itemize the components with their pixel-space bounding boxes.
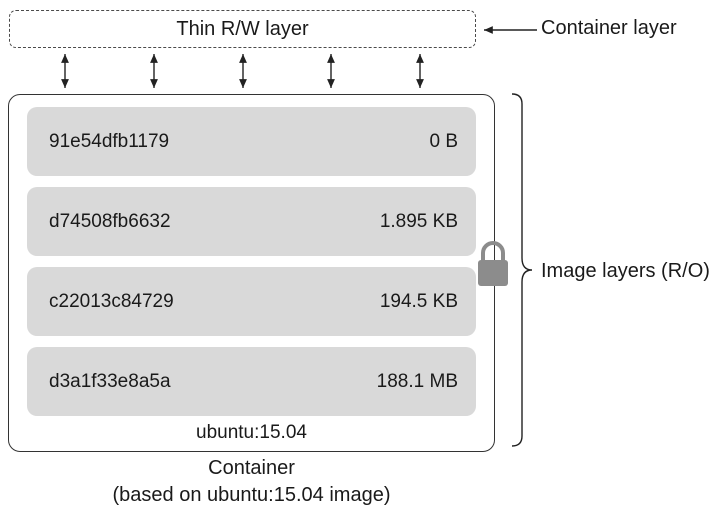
lock-icon <box>478 241 508 286</box>
image-layer: c22013c84729 194.5 KB <box>27 267 476 336</box>
image-layer: 91e54dfb1179 0 B <box>27 107 476 176</box>
layer-id: 91e54dfb1179 <box>49 130 170 152</box>
layer-size: 1.895 KB <box>379 210 458 232</box>
base-image-label: ubuntu:15.04 <box>196 422 307 443</box>
image-layers-brace <box>511 93 533 447</box>
image-layers-label: Image layers (R/O) <box>541 260 710 282</box>
layer-id: d74508fb6632 <box>49 210 171 232</box>
layer-id: c22013c84729 <box>49 290 174 312</box>
caption-title: Container <box>208 457 295 479</box>
layer-size: 194.5 KB <box>379 290 458 312</box>
layer-id: d3a1f33e8a5a <box>49 370 171 392</box>
layer-size: 188.1 MB <box>376 370 458 392</box>
thin-rw-layer-label: Thin R/W layer <box>176 17 309 40</box>
image-layer: d3a1f33e8a5a 188.1 MB <box>27 347 476 416</box>
thin-rw-layer: Thin R/W layer <box>9 10 476 48</box>
caption-subtitle: (based on ubuntu:15.04 image) <box>112 484 391 506</box>
layer-size: 0 B <box>429 130 458 152</box>
image-layer: d74508fb6632 1.895 KB <box>27 187 476 256</box>
container-layer-label: Container layer <box>541 17 677 39</box>
